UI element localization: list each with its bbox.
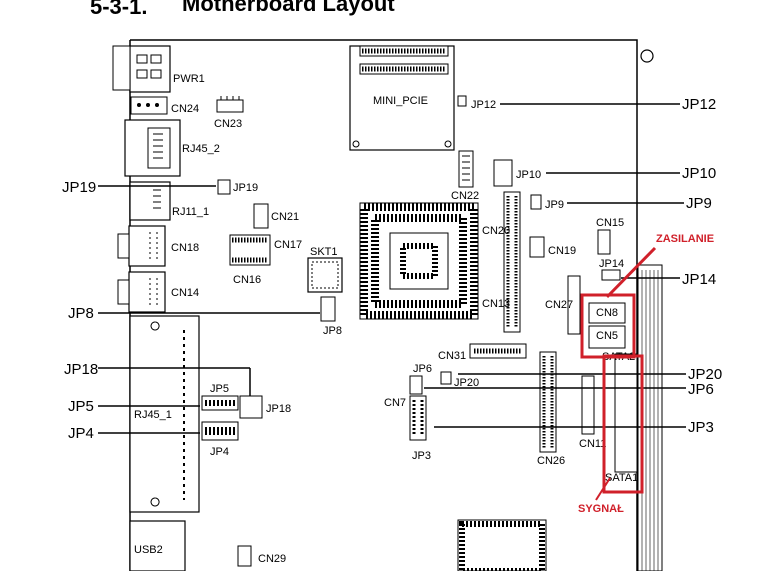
pwr1-label: PWR1 (173, 73, 205, 85)
jp3-label: JP3 (412, 450, 431, 462)
usb2-label: USB2 (134, 544, 163, 556)
jp6-jumper (409, 375, 423, 395)
jp8-callout: JP8 (68, 305, 94, 322)
cn5-label: CN5 (596, 330, 618, 342)
jp4-label: JP4 (210, 446, 229, 458)
jp18-jumper (239, 395, 263, 419)
cn8-connector (588, 302, 626, 324)
cn18-label: CN18 (171, 242, 199, 254)
cn31-label: CN31 (438, 350, 466, 362)
jp8-label: JP8 (323, 325, 342, 337)
rj45-2-connector (124, 119, 181, 177)
signal-highlight-box (602, 354, 644, 494)
skt1-label: SKT1 (310, 246, 338, 258)
rj45-2-label: RJ45_2 (182, 143, 220, 155)
cn19-label: CN19 (548, 245, 576, 257)
signal-arrow (595, 477, 611, 501)
rj11-1-label: RJ11_1 (172, 206, 209, 218)
jp10-jumper (493, 159, 513, 187)
cn11-label: CN11 (579, 438, 606, 450)
cn14-connector (128, 271, 166, 313)
jp10-label: JP10 (516, 169, 541, 181)
jp8-jumper (320, 296, 336, 322)
jp9-label: JP9 (545, 199, 564, 211)
rj45-1-label: RJ45_1 (134, 409, 172, 421)
sata1-label: SATA1 (605, 472, 638, 484)
cn22-connector (458, 150, 474, 188)
cn22-label: CN22 (451, 190, 479, 202)
jp19-label: JP19 (233, 182, 258, 194)
cn17-label: CN17 (274, 239, 302, 251)
cn13-label: CN13 (482, 298, 510, 310)
mounting-hole-top (640, 49, 654, 63)
jp19-jumper (217, 179, 231, 195)
jp4-jumper (201, 421, 239, 441)
cn15-label: CN15 (596, 217, 624, 229)
jp5-jumper (201, 395, 239, 411)
cn23-connector (216, 99, 244, 113)
cn27-connector (567, 275, 581, 335)
cn16-label: CN16 (233, 274, 261, 286)
pwr1-connector (129, 45, 171, 93)
usb2-connector (129, 520, 186, 571)
cn20-cn13-slot (503, 191, 521, 333)
rj11-1-connector (129, 181, 171, 221)
cn20-label: CN20 (482, 225, 510, 237)
page-title: Motherboard Layout (182, 0, 395, 16)
jp9-callout: JP9 (686, 195, 712, 212)
cn21-connector (253, 203, 269, 229)
rj45-1-connector (129, 315, 200, 513)
mini-pcie-label: MINI_PCIE (373, 95, 428, 107)
jp20-label: JP20 (454, 377, 479, 389)
cn11-connector (581, 375, 595, 435)
cn26-label: CN26 (537, 455, 565, 467)
bottom-chip (457, 519, 547, 571)
jp12-jumper (457, 95, 467, 107)
jp5-callout: JP5 (68, 398, 94, 415)
cn15-connector (597, 229, 611, 255)
signal-annotation: SYGNAŁ (578, 503, 624, 515)
power-annotation: ZASILANIE (656, 233, 714, 245)
cn27-label: CN27 (545, 299, 573, 311)
section-number: 5-3-1. (90, 0, 147, 19)
jp3-callout: JP3 (688, 419, 714, 436)
cn24-label: CN24 (171, 103, 199, 115)
jp18-callout: JP18 (64, 361, 98, 378)
jp18-label: JP18 (266, 403, 291, 415)
jp6-label: JP6 (413, 363, 432, 375)
cn14-label: CN14 (171, 287, 199, 299)
cn5-connector (588, 325, 626, 349)
jp14-label: JP14 (599, 258, 624, 270)
jp20-jumper (440, 371, 452, 385)
cn8-label: CN8 (596, 307, 618, 319)
cn7-label: CN7 (384, 397, 406, 409)
skt1-socket (307, 257, 343, 293)
cn19-connector (529, 236, 545, 258)
jp19-callout: JP19 (62, 179, 96, 196)
jp4-callout: JP4 (68, 425, 94, 442)
cn29-connector (237, 545, 252, 567)
cn23-label: CN23 (214, 118, 242, 130)
sata-connector (614, 353, 638, 473)
jp14-jumper (601, 269, 621, 281)
jp14-callout: JP14 (682, 271, 716, 288)
jp5-label: JP5 (210, 383, 229, 395)
jp12-label: JP12 (471, 99, 496, 111)
jp10-callout: JP10 (682, 165, 716, 182)
cn7-connector (409, 395, 427, 441)
power-arrow (605, 246, 657, 299)
cn18-connector (128, 225, 166, 267)
cn26-connector (539, 351, 557, 453)
cn29-label: CN29 (258, 553, 286, 565)
jp9-jumper (530, 194, 542, 210)
jp20-callout: JP20 (688, 366, 722, 383)
cn21-label: CN21 (271, 211, 299, 223)
jp12-callout: JP12 (682, 96, 716, 113)
jp6-callout: JP6 (688, 381, 714, 398)
